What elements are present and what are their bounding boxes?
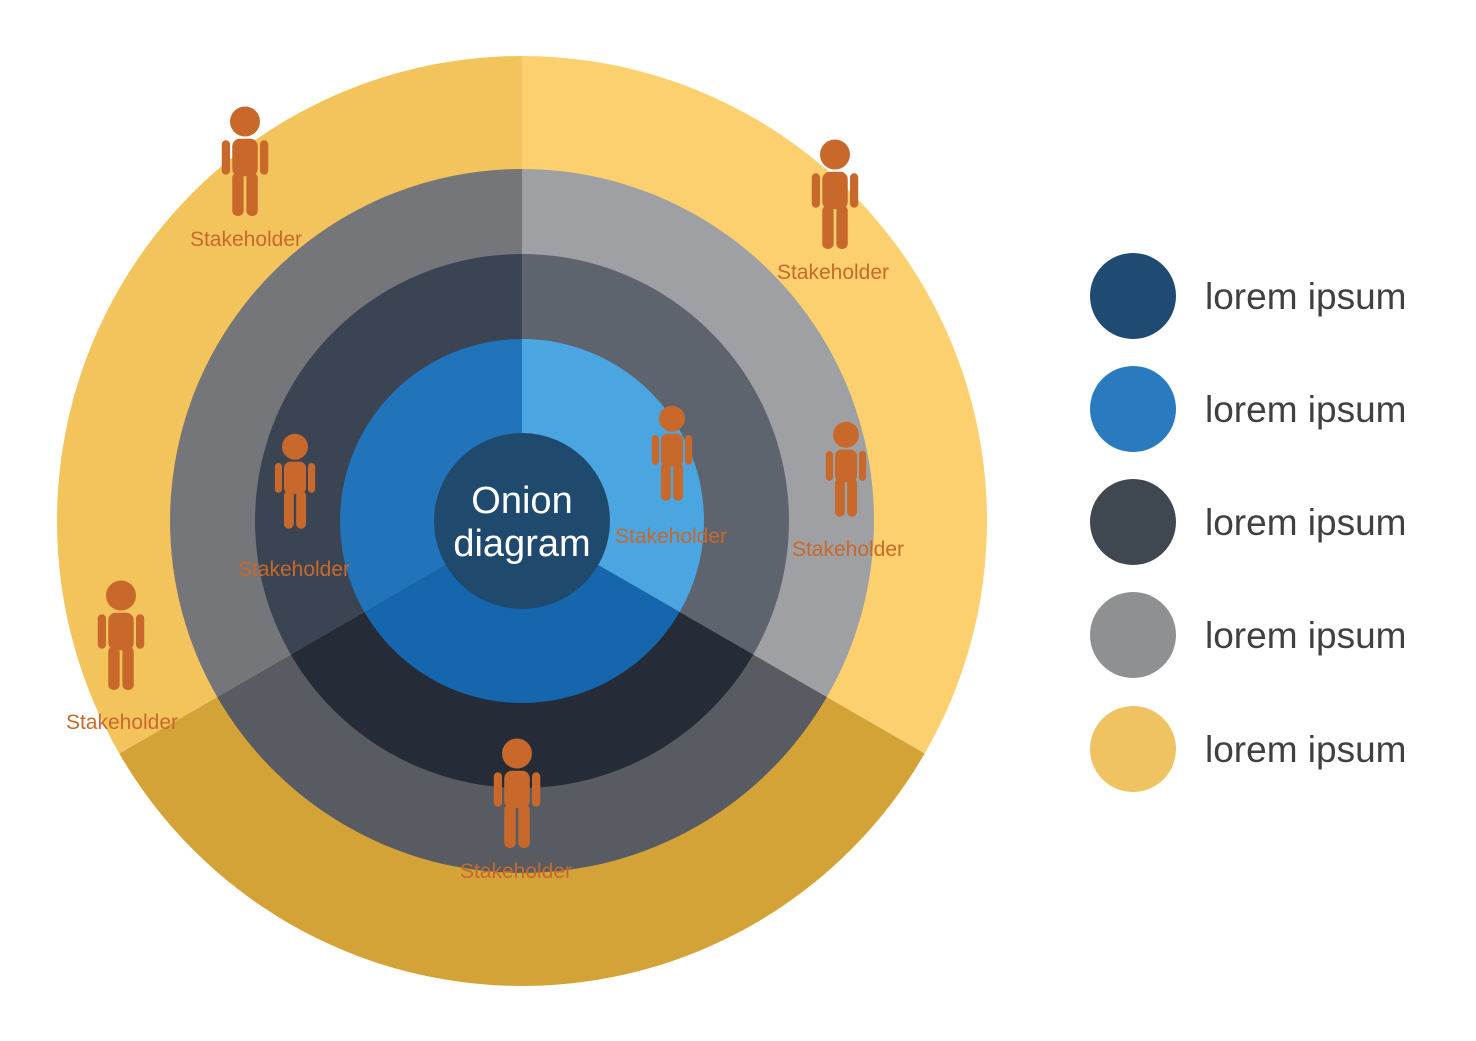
stakeholder-bottom: Stakeholder xyxy=(460,738,572,883)
blue-ring-sector-bottom xyxy=(364,521,680,703)
stakeholder-top-left: Stakeholder xyxy=(190,106,302,251)
legend-label: lorem ipsum xyxy=(1205,276,1407,317)
legend-swatch xyxy=(1090,253,1176,339)
stakeholder-label: Stakeholder xyxy=(792,538,904,561)
legend-swatch xyxy=(1090,706,1176,792)
stakeholder-label: Stakeholder xyxy=(238,558,350,581)
legend-item: lorem ipsum xyxy=(1090,592,1407,678)
center-circle xyxy=(434,433,610,609)
stakeholder-label: Stakeholder xyxy=(615,525,727,548)
diagram-title-line2: diagram xyxy=(453,523,590,565)
stakeholder-far-left: Stakeholder xyxy=(66,580,178,734)
legend-label: lorem ipsum xyxy=(1205,389,1407,430)
legend: lorem ipsum lorem ipsum lorem ipsum lore… xyxy=(1090,253,1407,792)
stakeholder-label: Stakeholder xyxy=(460,860,572,883)
legend-label: lorem ipsum xyxy=(1205,729,1407,770)
stakeholder-label: Stakeholder xyxy=(190,228,302,251)
legend-item: lorem ipsum xyxy=(1090,253,1407,339)
legend-label: lorem ipsum xyxy=(1205,615,1407,656)
legend-swatch xyxy=(1090,592,1176,678)
stakeholder-label: Stakeholder xyxy=(66,711,178,734)
legend-label: lorem ipsum xyxy=(1205,502,1407,543)
diagram-title-line1: Onion xyxy=(471,480,572,522)
legend-item: lorem ipsum xyxy=(1090,366,1407,452)
legend-item: lorem ipsum xyxy=(1090,479,1407,565)
stakeholder-label: Stakeholder xyxy=(777,261,889,284)
legend-item: lorem ipsum xyxy=(1090,706,1407,792)
blue-ring xyxy=(340,339,704,703)
legend-swatch xyxy=(1090,366,1176,452)
stakeholder-right: Stakeholder xyxy=(792,421,904,561)
stakeholder-top-right: Stakeholder xyxy=(777,139,889,284)
stakeholder-middle-left: Stakeholder xyxy=(238,433,350,581)
legend-swatch xyxy=(1090,479,1176,565)
stakeholder-center-right: Stakeholder xyxy=(615,405,727,548)
